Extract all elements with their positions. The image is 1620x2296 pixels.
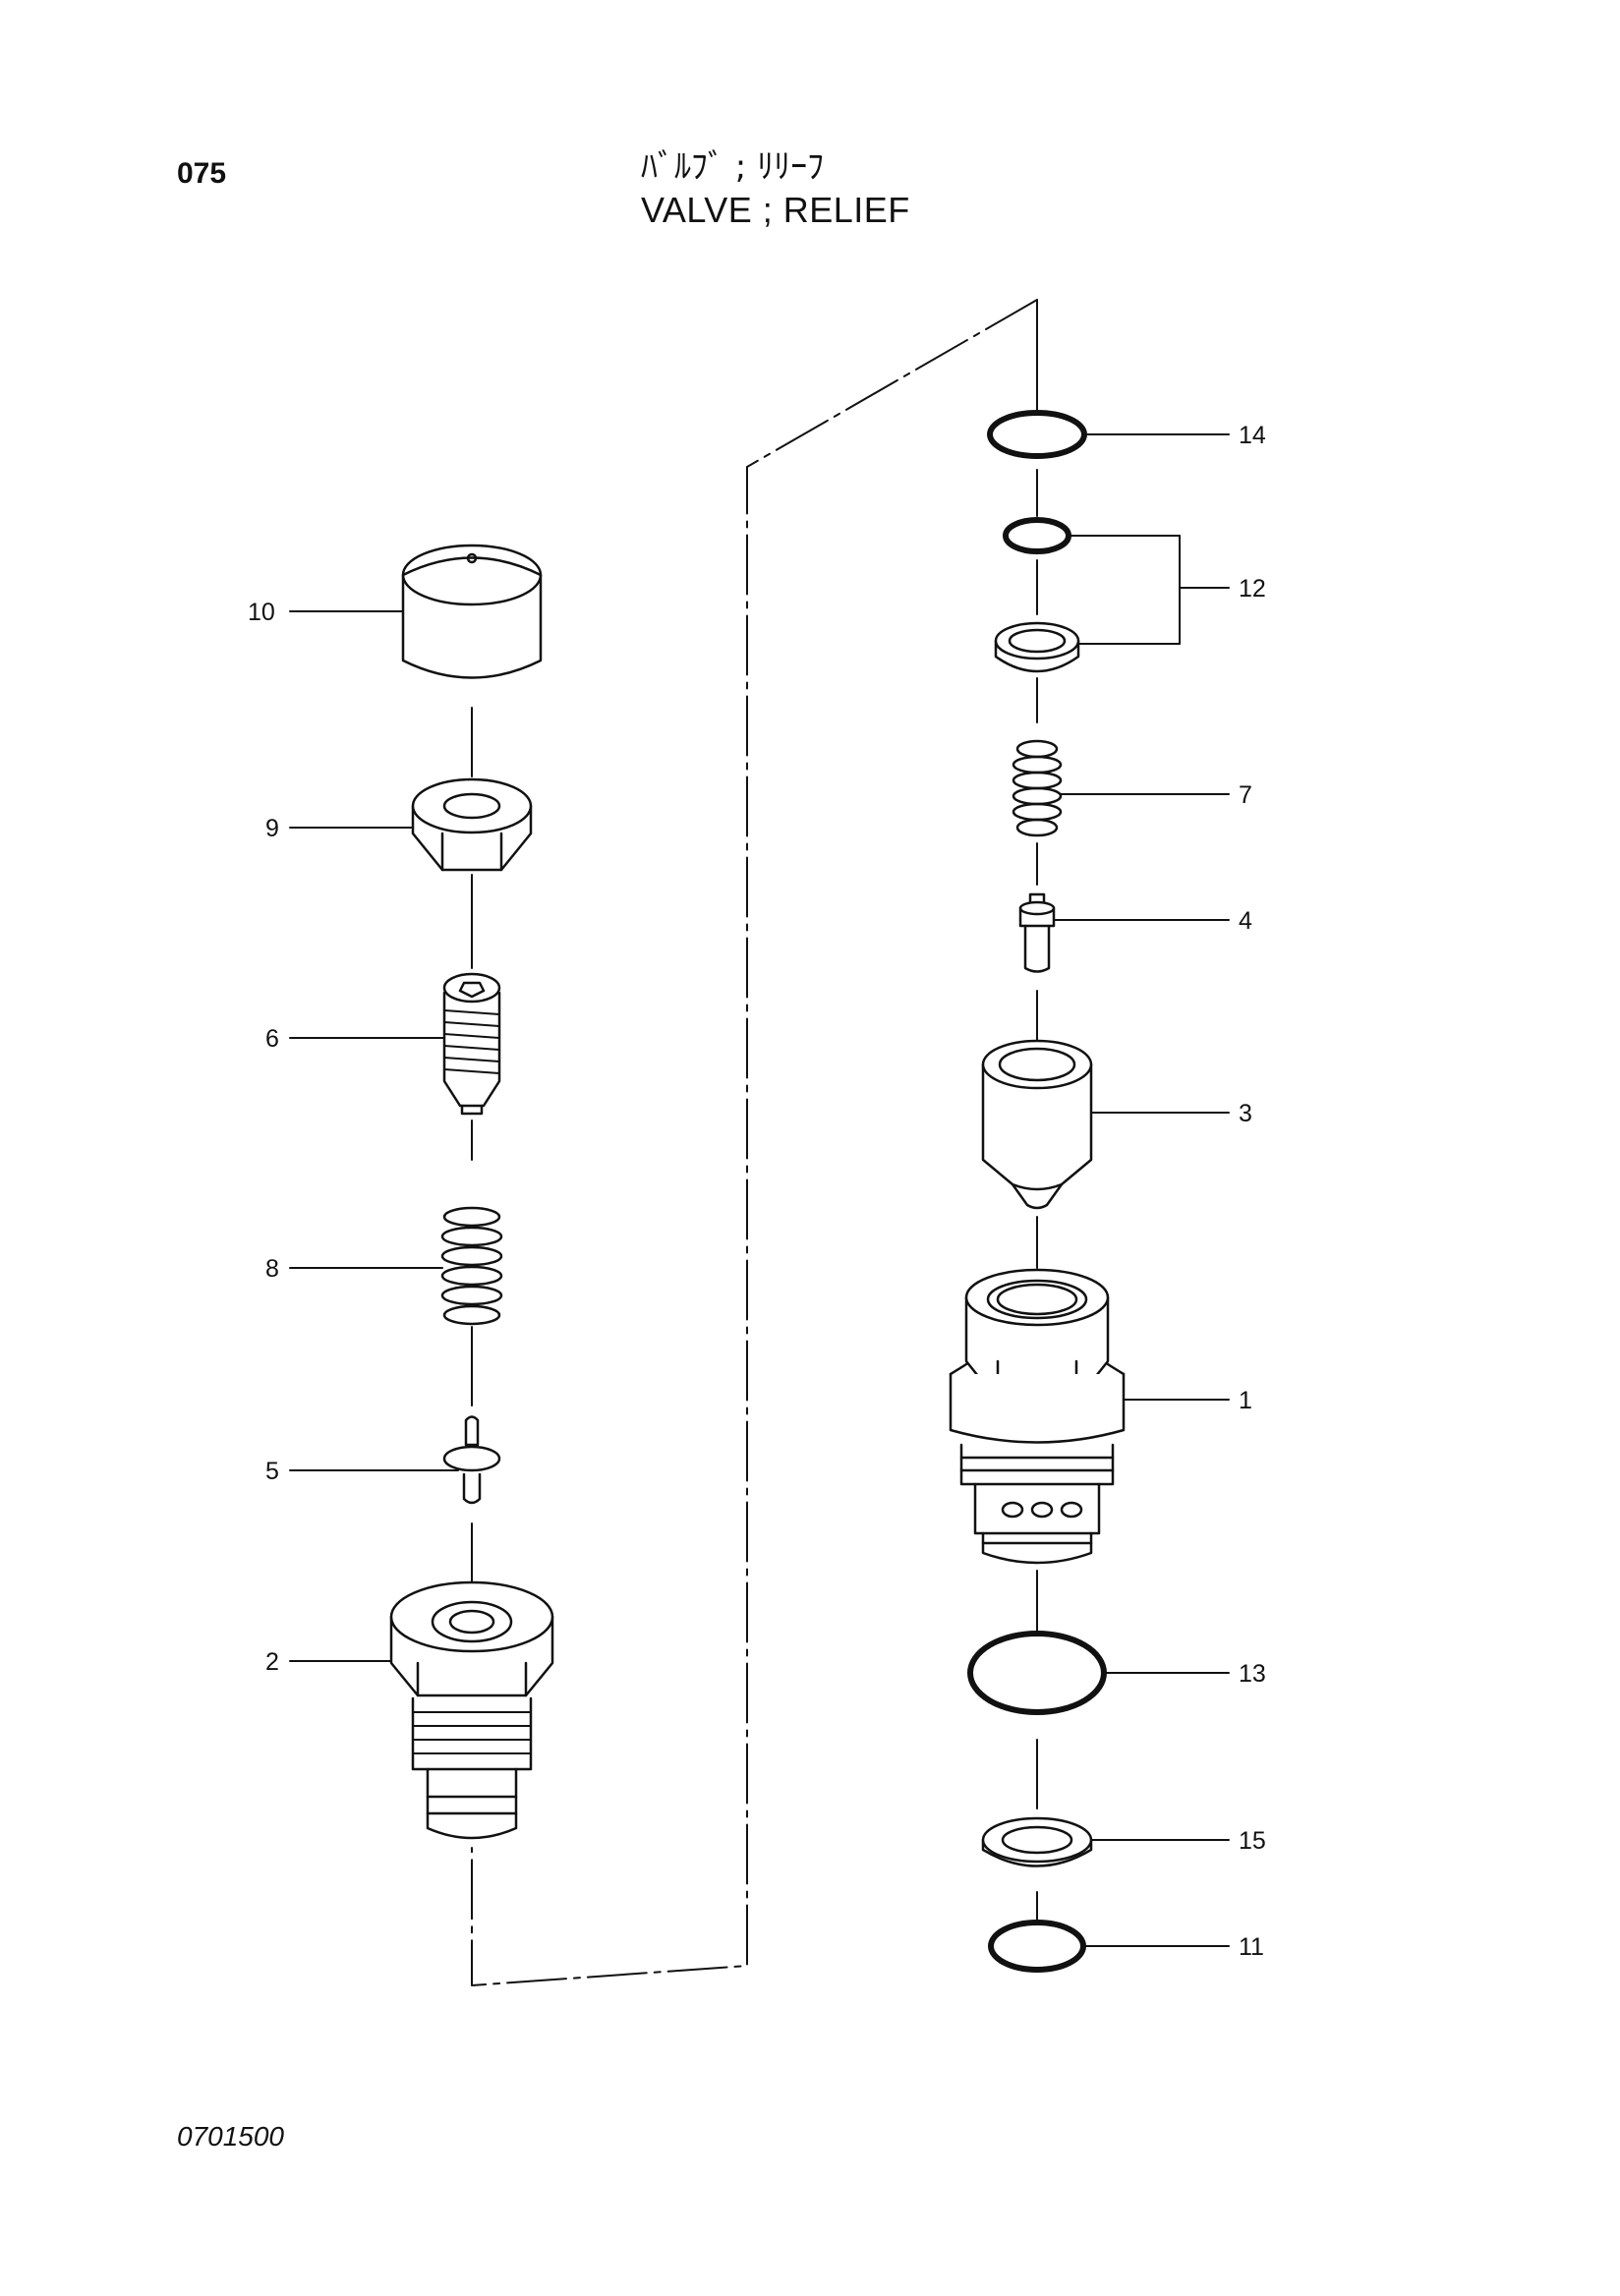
part-14-o-ring xyxy=(987,410,1087,459)
part-1-valve-body xyxy=(949,1268,1126,1565)
part-3-sleeve xyxy=(981,1039,1093,1210)
drawing-code: 0701500 xyxy=(177,2121,285,2152)
callout-14: 14 xyxy=(1239,422,1266,449)
part-13-o-ring xyxy=(967,1631,1107,1715)
callout-12: 12 xyxy=(1239,575,1266,603)
callout-11: 11 xyxy=(1239,1933,1264,1961)
callout-1: 1 xyxy=(1239,1387,1252,1414)
callout-13: 13 xyxy=(1239,1660,1266,1688)
part-12-seal-set xyxy=(994,517,1080,673)
part-9-nut xyxy=(411,777,533,872)
part-10-cap xyxy=(401,544,543,679)
callout-5: 5 xyxy=(265,1458,279,1485)
part-4-piston xyxy=(1018,892,1056,973)
callout-9: 9 xyxy=(265,815,279,842)
title-japanese: ﾊﾞﾙﾌﾞ ; ﾘﾘｰﾌ xyxy=(641,147,825,187)
callout-15: 15 xyxy=(1239,1827,1266,1855)
part-8-spring xyxy=(440,1206,503,1326)
callout-labels: 10 9 6 8 5 2 14 12 7 4 3 1 13 15 11 xyxy=(248,422,1266,1961)
page-number: 075 xyxy=(177,157,227,190)
assembly-path-line xyxy=(471,299,1038,1986)
callout-10: 10 xyxy=(248,599,275,626)
part-15-backup-ring xyxy=(981,1816,1093,1867)
part-7-spring xyxy=(1012,739,1063,837)
part-11-o-ring xyxy=(988,1920,1086,1973)
part-6-adjust-screw xyxy=(442,972,501,1116)
callout-4: 4 xyxy=(1239,907,1252,935)
title-english: VALVE ; RELIEF xyxy=(641,190,910,230)
part-2-plug xyxy=(389,1580,554,1840)
leader-lines xyxy=(289,433,1230,1947)
callout-7: 7 xyxy=(1239,781,1252,809)
callout-3: 3 xyxy=(1239,1100,1252,1127)
callout-2: 2 xyxy=(265,1648,279,1676)
part-5-poppet xyxy=(442,1415,501,1505)
callout-8: 8 xyxy=(265,1255,279,1283)
callout-6: 6 xyxy=(265,1025,279,1053)
